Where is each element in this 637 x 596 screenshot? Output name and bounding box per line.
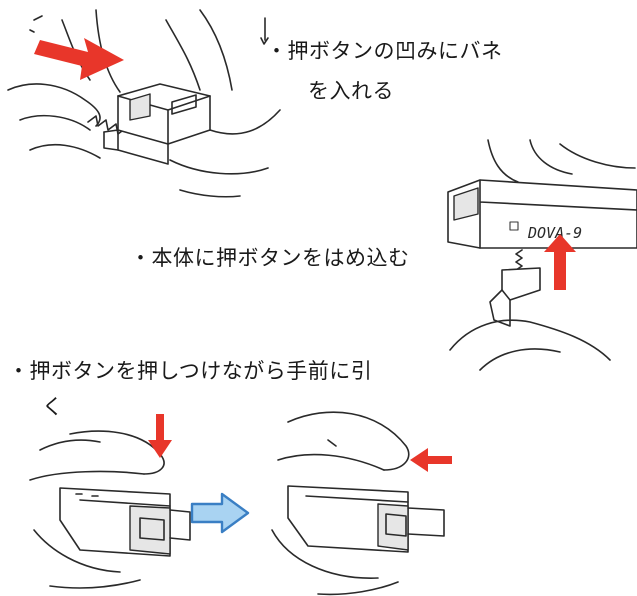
step1-caption-line2: を入れる (308, 79, 394, 103)
part-code-engraving: DOVA-9 (527, 224, 582, 242)
red-arrow-down-icon (148, 414, 172, 458)
step1-illustration (7, 9, 281, 198)
red-arrow-up-icon (544, 234, 576, 290)
red-arrow-diagonal-icon (34, 38, 124, 80)
step2-caption: ・本体に押ボタンをはめ込む (130, 246, 410, 270)
step3-press-illustration (29, 414, 191, 589)
step3-caption-line1: ・押ボタンを押しつけながら手前に引 (8, 359, 373, 383)
red-arrow-left-icon (410, 448, 452, 472)
step2-illustration: DOVA-9 (447, 139, 637, 371)
step1-caption-line1: ・押ボタンの凹みにバネ (266, 39, 503, 63)
step3-caption-line2: く (42, 395, 64, 419)
step3-pull-illustration (271, 411, 452, 596)
transition-arrow-icon (190, 492, 250, 534)
